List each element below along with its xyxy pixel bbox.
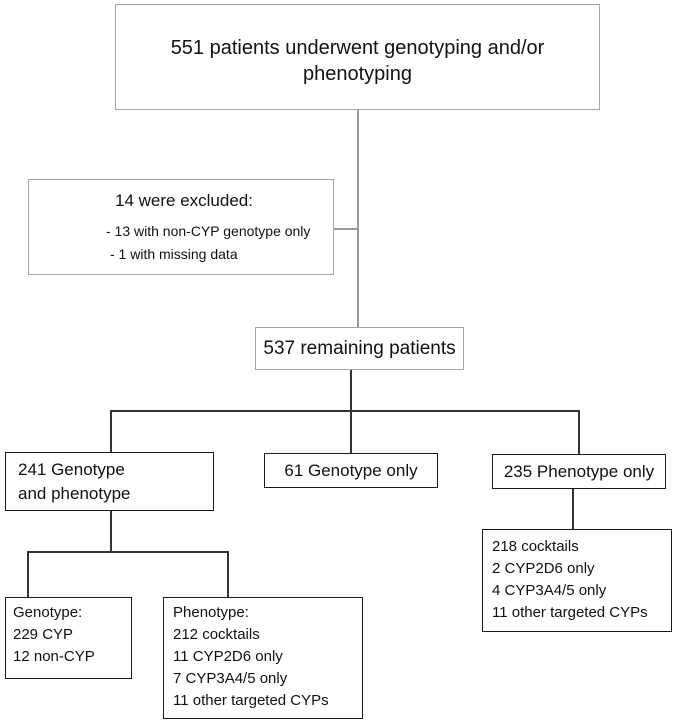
phenotype-only-detail-line-2: 2 CYP2D6 only [492, 560, 595, 577]
connector-both-split [27, 551, 228, 553]
genotype-detail-line-2: 12 non-CYP [13, 648, 95, 665]
phenotype-detail-box: Phenotype: 212 cocktails 11 CYP2D6 only … [163, 597, 363, 719]
phenotype-detail-line-4: 11 other targeted CYPs [173, 692, 329, 709]
genotype-only-box: 61 Genotype only [264, 453, 438, 488]
remaining-patients-label: 537 remaining patients [263, 338, 456, 359]
phenotype-detail-line-2: 11 CYP2D6 only [173, 648, 283, 665]
connector-to-phenotype-detail [227, 551, 229, 597]
phenotype-detail-line-3: 7 CYP3A4/5 only [173, 670, 288, 687]
phenotype-detail-line-1: 212 cocktails [173, 626, 260, 643]
genotype-detail-line-1: 229 CYP [13, 626, 74, 643]
excluded-item-2: - 1 with missing data [110, 246, 238, 262]
phenotype-only-label: 235 Phenotype only [503, 462, 655, 481]
genotype-and-phenotype-line1: 241 Genotype [18, 460, 125, 479]
genotype-detail-box: Genotype: 229 CYP 12 non-CYP [5, 597, 132, 679]
connector-to-genotype-only [350, 410, 352, 454]
connector-top-vertical [357, 110, 359, 334]
total-patients-box: 551 patients underwent genotyping and/or… [115, 4, 600, 110]
excluded-title: 14 were excluded: [115, 191, 253, 210]
phenotype-only-box: 235 Phenotype only [492, 454, 666, 489]
genotype-and-phenotype-box: 241 Genotype and phenotype [5, 452, 214, 511]
connector-to-both [110, 410, 112, 452]
phenotype-detail-title: Phenotype: [173, 604, 249, 621]
genotype-and-phenotype-line2: and phenotype [18, 484, 131, 503]
connector-split-horizontal [110, 410, 579, 412]
genotype-detail-title: Genotype: [13, 604, 83, 621]
phenotype-only-detail-line-1: 218 cocktails [492, 538, 579, 555]
connector-to-phenotype-only [578, 410, 580, 454]
phenotype-only-detail-box: 218 cocktails 2 CYP2D6 only 4 CYP3A4/5 o… [482, 529, 672, 632]
connector-phenotype-only-detail [572, 488, 574, 529]
excluded-item-1: - 13 with non-CYP genotype only [106, 223, 311, 239]
excluded-box: 14 were excluded: - 13 with non-CYP geno… [28, 179, 334, 275]
remaining-patients-box: 537 remaining patients [255, 327, 464, 370]
connector-remaining-vertical [350, 369, 352, 411]
connector-to-genotype-detail [27, 551, 29, 597]
phenotype-only-detail-line-4: 11 other targeted CYPs [492, 604, 648, 621]
total-patients-line1: 551 patients underwent genotyping and/or [170, 37, 545, 59]
total-patients-line2: phenotyping [303, 63, 412, 85]
genotype-only-label: 61 Genotype only [284, 461, 418, 480]
connector-both-vertical [110, 511, 112, 552]
phenotype-only-detail-line-3: 4 CYP3A4/5 only [492, 582, 607, 599]
connector-excluded-branch [333, 228, 358, 230]
